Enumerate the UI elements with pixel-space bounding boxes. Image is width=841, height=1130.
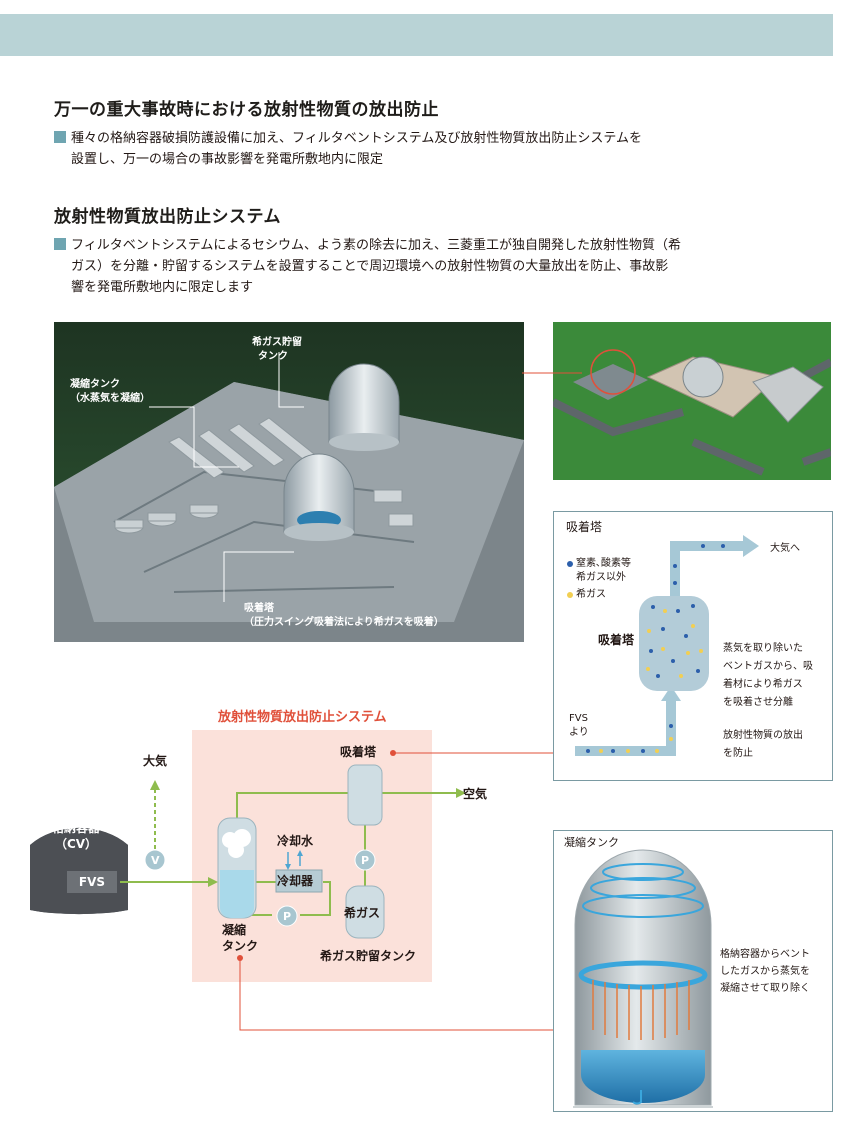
section1-heading: 万一の重大事故時における放射性物質の放出防止: [54, 100, 439, 120]
section2-line1: フィルタベントシステムによるセシウム、よう素の除去に加え、三菱重工が独自開発した…: [71, 238, 681, 253]
adsorber-label-l1: 吸着塔: [244, 603, 274, 614]
site-overview-illustration: [553, 322, 831, 480]
fvs-box: FVS: [67, 871, 117, 893]
system-schematic: [30, 750, 553, 1031]
pump-icon: [276, 905, 298, 927]
adsorption-desc-1-line: ベントガスから、吸: [723, 661, 813, 672]
coolant-label: 冷却水: [277, 834, 314, 848]
top-banner: [0, 14, 833, 56]
from-fvs-l2: より: [569, 727, 589, 738]
overview-leader-line: [522, 372, 582, 374]
bullet-square-icon: [54, 238, 66, 250]
legend-yellow-label: 希ガス: [576, 589, 606, 600]
pump-letter-1: P: [283, 910, 292, 923]
section2-line3: 響を発電所敷地内に限定します: [71, 280, 254, 295]
schematic-adsorber-label: 吸着塔: [340, 745, 377, 759]
section2-heading: 放射性物質放出防止システム: [54, 207, 281, 227]
system-diagram-title: 放射性物質放出防止システム: [218, 710, 387, 725]
site-overview-rendering: [553, 322, 831, 480]
pump-letter-2: P: [361, 854, 370, 867]
noble-tank-label: 希ガス貯留 タンク: [252, 336, 302, 364]
adsorption-desc-2-line: を防止: [723, 748, 753, 759]
adsorber-column-label: 吸着塔: [598, 633, 635, 647]
from-fvs-label: FVS より: [569, 712, 589, 740]
adsorption-desc-1-line: 蒸気を取り除いた: [723, 643, 803, 654]
condenser-desc-line: 格納容器からベント: [720, 949, 810, 960]
condenser-tank-label-l1: 凝縮: [222, 923, 247, 937]
condenser-desc-line: したガスから蒸気を: [720, 966, 810, 977]
noble-gas-tank-label: 希ガス貯留タンク: [320, 949, 417, 963]
legend-yellow-dot-icon: [567, 592, 573, 598]
legend-blue-l2: 希ガス以外: [576, 572, 626, 583]
to-atmosphere-label: 大気へ: [770, 543, 800, 554]
cooler-label: 冷却器: [277, 874, 314, 888]
noble-tank-label-l1: 希ガス貯留: [252, 337, 302, 348]
blue-dots: [586, 544, 725, 753]
condenser-tank-label-l2: タンク: [222, 939, 259, 953]
condenser-tank-illustration: [573, 849, 713, 1108]
condenser-desc: 格納容器からベント したガスから蒸気を 凝縮させて取り除く: [720, 946, 810, 997]
air-label: 空気: [463, 787, 488, 801]
legend-blue-dot-icon: [567, 561, 573, 567]
facility-rendering: 希ガス貯留 タンク 凝縮タンク （水蒸気を凝縮） 吸着塔 （圧力スイング吸着法に…: [54, 322, 524, 642]
adsorber-label-l2: （圧力スイング吸着法により希ガスを吸着）: [244, 617, 444, 628]
adsorption-desc-1: 蒸気を取り除いた ベントガスから、吸 着材により希ガス を吸着させ分離: [723, 640, 813, 712]
valve-icon: [144, 849, 166, 871]
adsorption-desc-2: 放射性物質の放出 を防止: [723, 727, 803, 763]
condenser-tank-label: 凝縮 タンク: [222, 922, 258, 954]
noble-gas-label: 希ガス: [344, 906, 381, 920]
adsorption-flow-diagram: [567, 535, 759, 756]
valve-letter: V: [151, 854, 160, 867]
cooler-shape: [275, 869, 323, 893]
section2-body: フィルタベントシステムによるセシウム、よう素の除去に加え、三菱重工が独自開発した…: [54, 235, 681, 298]
adsorption-desc-2-line: 放射性物質の放出: [723, 730, 803, 741]
adsorber-shape: [347, 764, 383, 826]
facility-illustration: [54, 322, 524, 642]
adsorption-desc-1-line: を吸着させ分離: [723, 697, 793, 708]
condenser-label: 凝縮タンク （水蒸気を凝縮）: [70, 378, 150, 406]
cv-label: 格納容器 （CV）: [52, 820, 100, 852]
condenser-box-title: 凝縮タンク: [564, 836, 619, 849]
section2-line2: ガス）を分離・貯留するシステムを設置することで周辺環境への放射性物質の大量放出を…: [71, 259, 669, 274]
cv-label-l1: 格納容器: [52, 821, 101, 835]
cv-label-l2: （CV）: [54, 837, 98, 851]
noble-gas-tank-shape: [345, 885, 385, 939]
from-fvs-l1: FVS: [569, 713, 588, 724]
condenser-desc-line: 凝縮させて取り除く: [720, 983, 810, 994]
section1-line2: 設置し、万一の場合の事故影響を発電所敷地内に限定: [71, 152, 384, 167]
noble-tank-label-l2: タンク: [258, 351, 288, 362]
atmosphere-label: 大気: [143, 754, 168, 768]
yellow-dots: [599, 609, 703, 753]
adsorption-box-title: 吸着塔: [566, 520, 603, 534]
legend-blue-label: 窒素､酸素等 希ガス以外: [576, 557, 631, 585]
legend-blue-l1: 窒素､酸素等: [576, 558, 631, 569]
bullet-square-icon: [54, 131, 66, 143]
condenser-label-l1: 凝縮タンク: [70, 379, 120, 390]
section1-body: 種々の格納容器破損防護設備に加え、フィルタベントシステム及び放射性物質放出防止シ…: [54, 128, 642, 170]
adsorption-desc-1-line: 着材により希ガス: [723, 679, 803, 690]
pump-icon: [354, 849, 376, 871]
section1-line1: 種々の格納容器破損防護設備に加え、フィルタベントシステム及び放射性物質放出防止シ…: [71, 131, 642, 146]
condenser-label-l2: （水蒸気を凝縮）: [70, 393, 150, 404]
adsorber-label: 吸着塔 （圧力スイング吸着法により希ガスを吸着）: [244, 602, 444, 630]
